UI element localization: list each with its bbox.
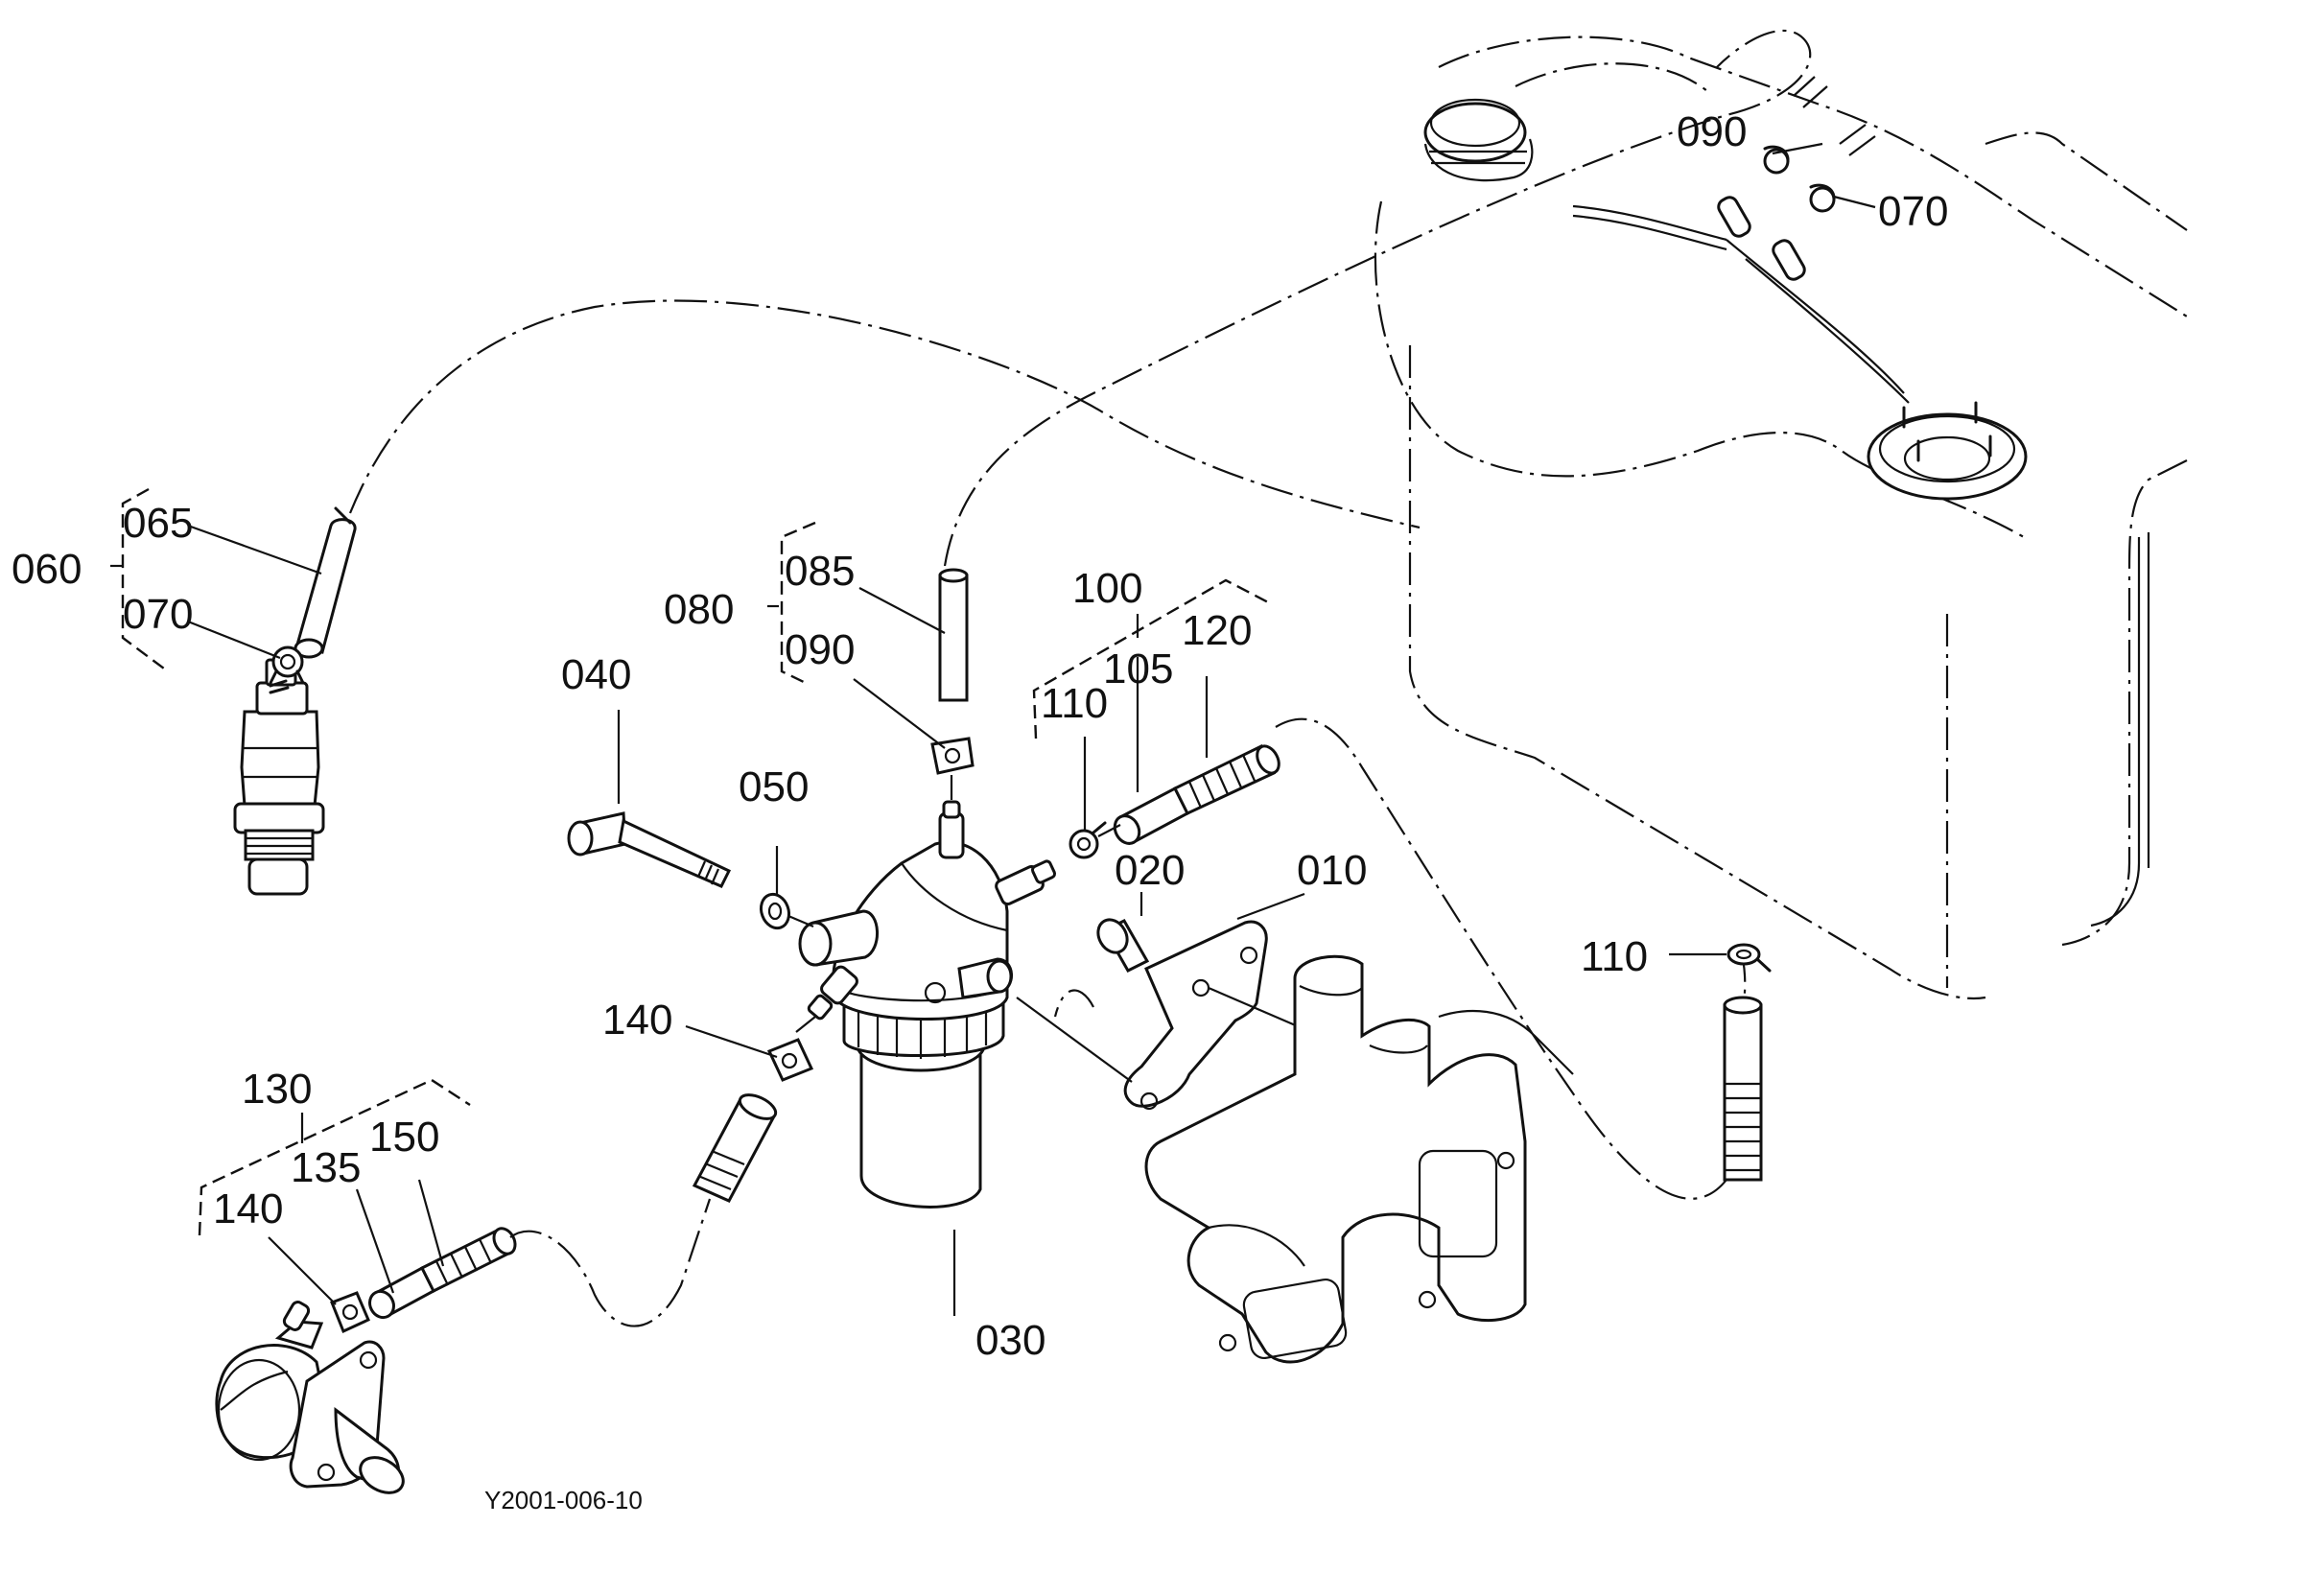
label-100: 100 [1072, 565, 1142, 612]
bracket-bolt [1096, 918, 1150, 973]
hose-protector-150 [419, 1227, 517, 1294]
label-105: 105 [1103, 645, 1173, 692]
tank-hose-clamps [1717, 76, 1876, 281]
label-050: 050 [739, 763, 809, 810]
label-040: 040 [561, 651, 631, 698]
label-070-left: 070 [123, 591, 193, 638]
label-010: 010 [1297, 847, 1367, 894]
label-130: 130 [242, 1066, 312, 1113]
label-065: 065 [123, 500, 193, 547]
washer [759, 892, 791, 930]
group-brackets [121, 487, 1273, 1236]
label-085: 085 [785, 548, 855, 595]
fuel-tank [1374, 35, 2188, 999]
label-150: 150 [369, 1114, 439, 1161]
fuel-hose-105 [1113, 786, 1189, 845]
filter-bracket [1123, 920, 1268, 1111]
hose-protector-120 [1172, 743, 1280, 815]
label-110-filter: 110 [1041, 680, 1108, 727]
clamp-140-pump [330, 1291, 370, 1334]
label-090-filter: 090 [785, 626, 855, 673]
label-070-tank: 070 [1878, 188, 1948, 235]
tank-sender-flange [1867, 401, 2028, 501]
tank-fuel-hose-protector [1723, 996, 1763, 1182]
label-120: 120 [1182, 607, 1252, 654]
label-135: 135 [291, 1144, 361, 1191]
label-030: 030 [975, 1317, 1045, 1364]
label-060: 060 [12, 546, 82, 593]
leader-lines [110, 142, 1876, 1316]
mounting-bolt [567, 811, 732, 888]
filter-outlet-hose [938, 568, 969, 702]
clamp-110-tank [1726, 943, 1772, 973]
clamp-110-filter [1069, 821, 1107, 859]
pump-hose-135 [368, 1265, 435, 1320]
intake-manifold [1144, 954, 1574, 1364]
injection-nozzle [233, 658, 325, 896]
label-020: 020 [1115, 847, 1185, 894]
leak-off-hose [294, 506, 357, 659]
filter-pump-hose [692, 1093, 778, 1203]
label-140-filter: 140 [602, 997, 672, 1044]
drawing-code: Y2001-006-10 [484, 1486, 643, 1514]
fuel-feed-pump [215, 1301, 405, 1494]
part-labels: 010 020 030 040 050 060 065 070 070 080 … [12, 108, 1948, 1514]
label-140-pump: 140 [213, 1185, 283, 1232]
label-080: 080 [664, 586, 734, 633]
clamp-140-filter [766, 1038, 814, 1082]
fuel-filter-assembly [798, 800, 1057, 1209]
clamp-070-left [269, 645, 305, 685]
label-090-tank: 090 [1677, 108, 1747, 155]
fuel-line-paths [348, 29, 1812, 1200]
tank-filler-cap [1423, 98, 1534, 182]
label-110-tank: 110 [1581, 933, 1648, 980]
